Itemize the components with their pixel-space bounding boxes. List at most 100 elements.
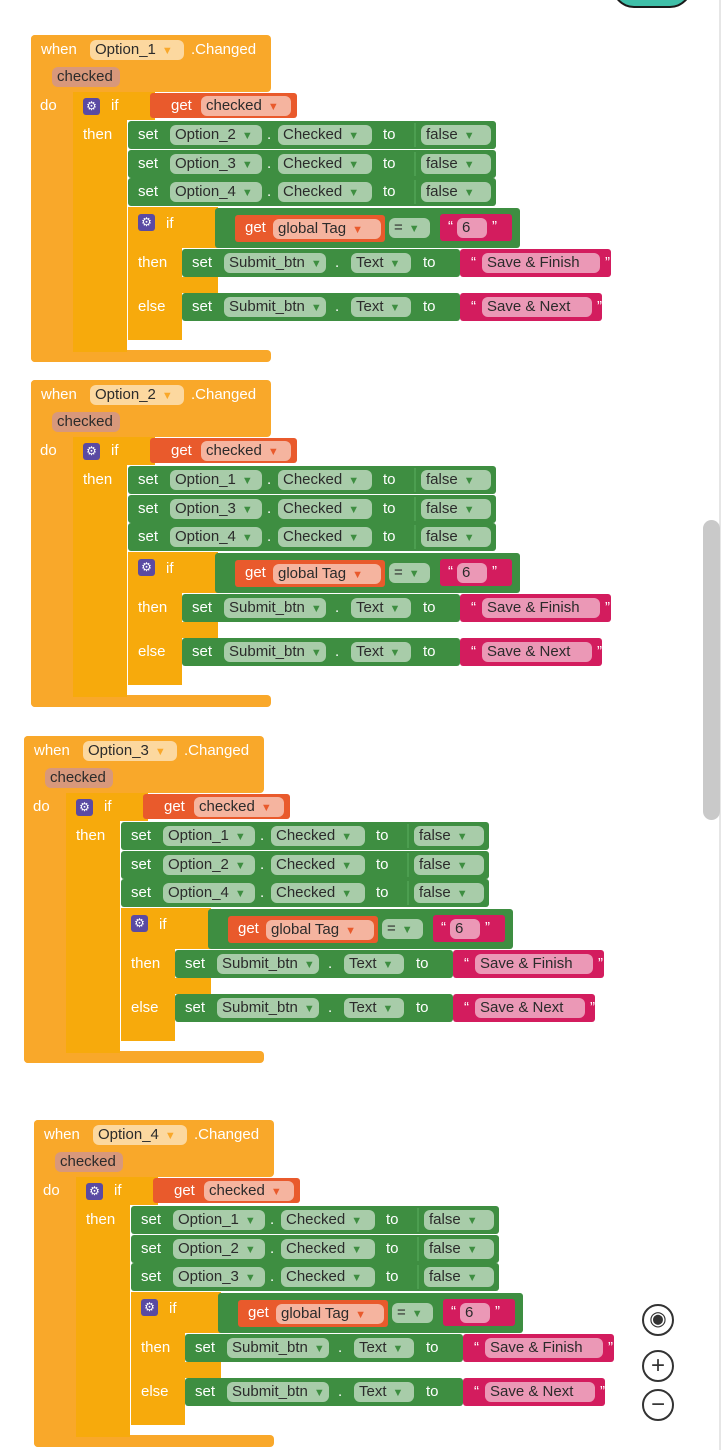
event-param[interactable]: checked <box>52 412 120 432</box>
text-value[interactable]: Save & Next <box>482 297 592 317</box>
component-dropdown[interactable]: Option_4▼ <box>170 527 262 547</box>
variable-dropdown[interactable]: checked▼ <box>201 441 291 461</box>
property-dropdown[interactable]: Checked▼ <box>281 1239 375 1259</box>
event-param[interactable]: checked <box>45 768 113 788</box>
component-dropdown[interactable]: Option_2▼ <box>163 855 255 875</box>
text-value[interactable]: 6 <box>450 919 480 939</box>
property-dropdown[interactable]: Text▼ <box>344 954 404 974</box>
component-dropdown[interactable]: Submit_btn▼ <box>224 297 326 317</box>
text-value[interactable]: Save & Finish <box>485 1338 603 1358</box>
variable-dropdown[interactable]: checked▼ <box>201 96 291 116</box>
variable-dropdown[interactable]: checked▼ <box>194 797 284 817</box>
variable-dropdown[interactable]: checked▼ <box>204 1181 294 1201</box>
boolean-dropdown[interactable]: false▼ <box>421 154 491 174</box>
property-dropdown[interactable]: Text▼ <box>351 253 411 273</box>
property-dropdown[interactable]: Checked▼ <box>278 499 372 519</box>
operator-dropdown[interactable]: =▼ <box>392 1303 433 1323</box>
property-dropdown[interactable]: Checked▼ <box>278 527 372 547</box>
component-dropdown[interactable]: Option_3▼ <box>170 154 262 174</box>
zoom-out-icon[interactable]: − <box>642 1389 674 1421</box>
variable-dropdown[interactable]: global Tag▼ <box>276 1304 384 1324</box>
property-dropdown[interactable]: Checked▼ <box>281 1210 375 1230</box>
boolean-dropdown[interactable]: false▼ <box>421 499 491 519</box>
boolean-dropdown[interactable]: false▼ <box>414 826 484 846</box>
text-value[interactable]: 6 <box>457 563 487 583</box>
component-dropdown[interactable]: Option_1▼ <box>90 40 184 60</box>
target-icon[interactable]: ◉ <box>642 1304 674 1336</box>
boolean-dropdown[interactable]: false▼ <box>414 883 484 903</box>
component-dropdown[interactable]: Option_3▼ <box>173 1267 265 1287</box>
component-dropdown[interactable]: Submit_btn▼ <box>224 642 326 662</box>
component-dropdown[interactable]: Option_2▼ <box>170 125 262 145</box>
gear-icon[interactable]: ⚙ <box>86 1183 103 1200</box>
boolean-dropdown[interactable]: false▼ <box>421 182 491 202</box>
text-value[interactable]: Save & Next <box>482 642 592 662</box>
text-value[interactable]: Save & Finish <box>482 253 600 273</box>
component-dropdown[interactable]: Submit_btn▼ <box>227 1338 329 1358</box>
variable-dropdown[interactable]: global Tag▼ <box>273 219 381 239</box>
text-value[interactable]: 6 <box>457 218 487 238</box>
chevron-down-icon: ▼ <box>355 1309 367 1321</box>
gear-icon[interactable]: ⚙ <box>83 98 100 115</box>
property-dropdown[interactable]: Checked▼ <box>278 470 372 490</box>
component-dropdown[interactable]: Option_1▼ <box>170 470 262 490</box>
vertical-scrollbar[interactable] <box>703 520 720 820</box>
gear-icon[interactable]: ⚙ <box>76 799 93 816</box>
variable-dropdown[interactable]: global Tag▼ <box>266 920 374 940</box>
component-dropdown[interactable]: Option_2▼ <box>90 385 184 405</box>
component-dropdown[interactable]: Submit_btn▼ <box>224 253 326 273</box>
operator-dropdown[interactable]: =▼ <box>389 563 430 583</box>
text-value[interactable]: Save & Finish <box>482 598 600 618</box>
component-dropdown[interactable]: Submit_btn▼ <box>217 954 319 974</box>
gear-icon[interactable]: ⚙ <box>138 559 155 576</box>
component-dropdown[interactable]: Option_3▼ <box>170 499 262 519</box>
property-dropdown[interactable]: Text▼ <box>354 1382 414 1402</box>
component-dropdown[interactable]: Submit_btn▼ <box>224 598 326 618</box>
boolean-dropdown[interactable]: false▼ <box>424 1210 494 1230</box>
component-dropdown[interactable]: Option_2▼ <box>173 1239 265 1259</box>
component-dropdown[interactable]: Option_1▼ <box>173 1210 265 1230</box>
text-value[interactable]: Save & Next <box>475 998 585 1018</box>
gear-icon[interactable]: ⚙ <box>138 214 155 231</box>
component-dropdown[interactable]: Option_4▼ <box>93 1125 187 1145</box>
property-dropdown[interactable]: Checked▼ <box>278 182 372 202</box>
component-dropdown[interactable]: Submit_btn▼ <box>217 998 319 1018</box>
event-param[interactable]: checked <box>55 1152 123 1172</box>
boolean-dropdown[interactable]: false▼ <box>421 470 491 490</box>
property-dropdown[interactable]: Checked▼ <box>278 125 372 145</box>
variable-dropdown[interactable]: global Tag▼ <box>273 564 381 584</box>
component-dropdown[interactable]: Option_4▼ <box>163 883 255 903</box>
property-dropdown[interactable]: Text▼ <box>354 1338 414 1358</box>
boolean-dropdown[interactable]: false▼ <box>421 125 491 145</box>
event-param-label: checked <box>57 413 113 430</box>
component-dropdown[interactable]: Option_1▼ <box>163 826 255 846</box>
text-value[interactable]: Save & Next <box>485 1382 595 1402</box>
property-dropdown[interactable]: Checked▼ <box>281 1267 375 1287</box>
component-dropdown[interactable]: Option_4▼ <box>170 182 262 202</box>
trash-can-icon[interactable] <box>612 0 692 8</box>
boolean-dropdown[interactable]: false▼ <box>414 855 484 875</box>
boolean-dropdown[interactable]: false▼ <box>424 1239 494 1259</box>
property-dropdown[interactable]: Text▼ <box>351 297 411 317</box>
gear-icon[interactable]: ⚙ <box>83 443 100 460</box>
boolean-dropdown[interactable]: false▼ <box>421 527 491 547</box>
property-dropdown[interactable]: Text▼ <box>351 598 411 618</box>
operator-dropdown[interactable]: =▼ <box>382 919 423 939</box>
gear-icon[interactable]: ⚙ <box>131 915 148 932</box>
property-dropdown[interactable]: Checked▼ <box>271 883 365 903</box>
component-dropdown[interactable]: Submit_btn▼ <box>227 1382 329 1402</box>
boolean-dropdown[interactable]: false▼ <box>424 1267 494 1287</box>
component-dropdown[interactable]: Option_3▼ <box>83 741 177 761</box>
property-dropdown[interactable]: Checked▼ <box>271 855 365 875</box>
event-param[interactable]: checked <box>52 67 120 87</box>
set-label: set <box>141 1240 162 1257</box>
text-value[interactable]: 6 <box>460 1303 490 1323</box>
zoom-in-icon[interactable]: + <box>642 1350 674 1382</box>
text-value[interactable]: Save & Finish <box>475 954 593 974</box>
property-dropdown[interactable]: Text▼ <box>351 642 411 662</box>
property-dropdown[interactable]: Checked▼ <box>271 826 365 846</box>
property-dropdown[interactable]: Text▼ <box>344 998 404 1018</box>
gear-icon[interactable]: ⚙ <box>141 1299 158 1316</box>
property-dropdown[interactable]: Checked▼ <box>278 154 372 174</box>
operator-dropdown[interactable]: =▼ <box>389 218 430 238</box>
